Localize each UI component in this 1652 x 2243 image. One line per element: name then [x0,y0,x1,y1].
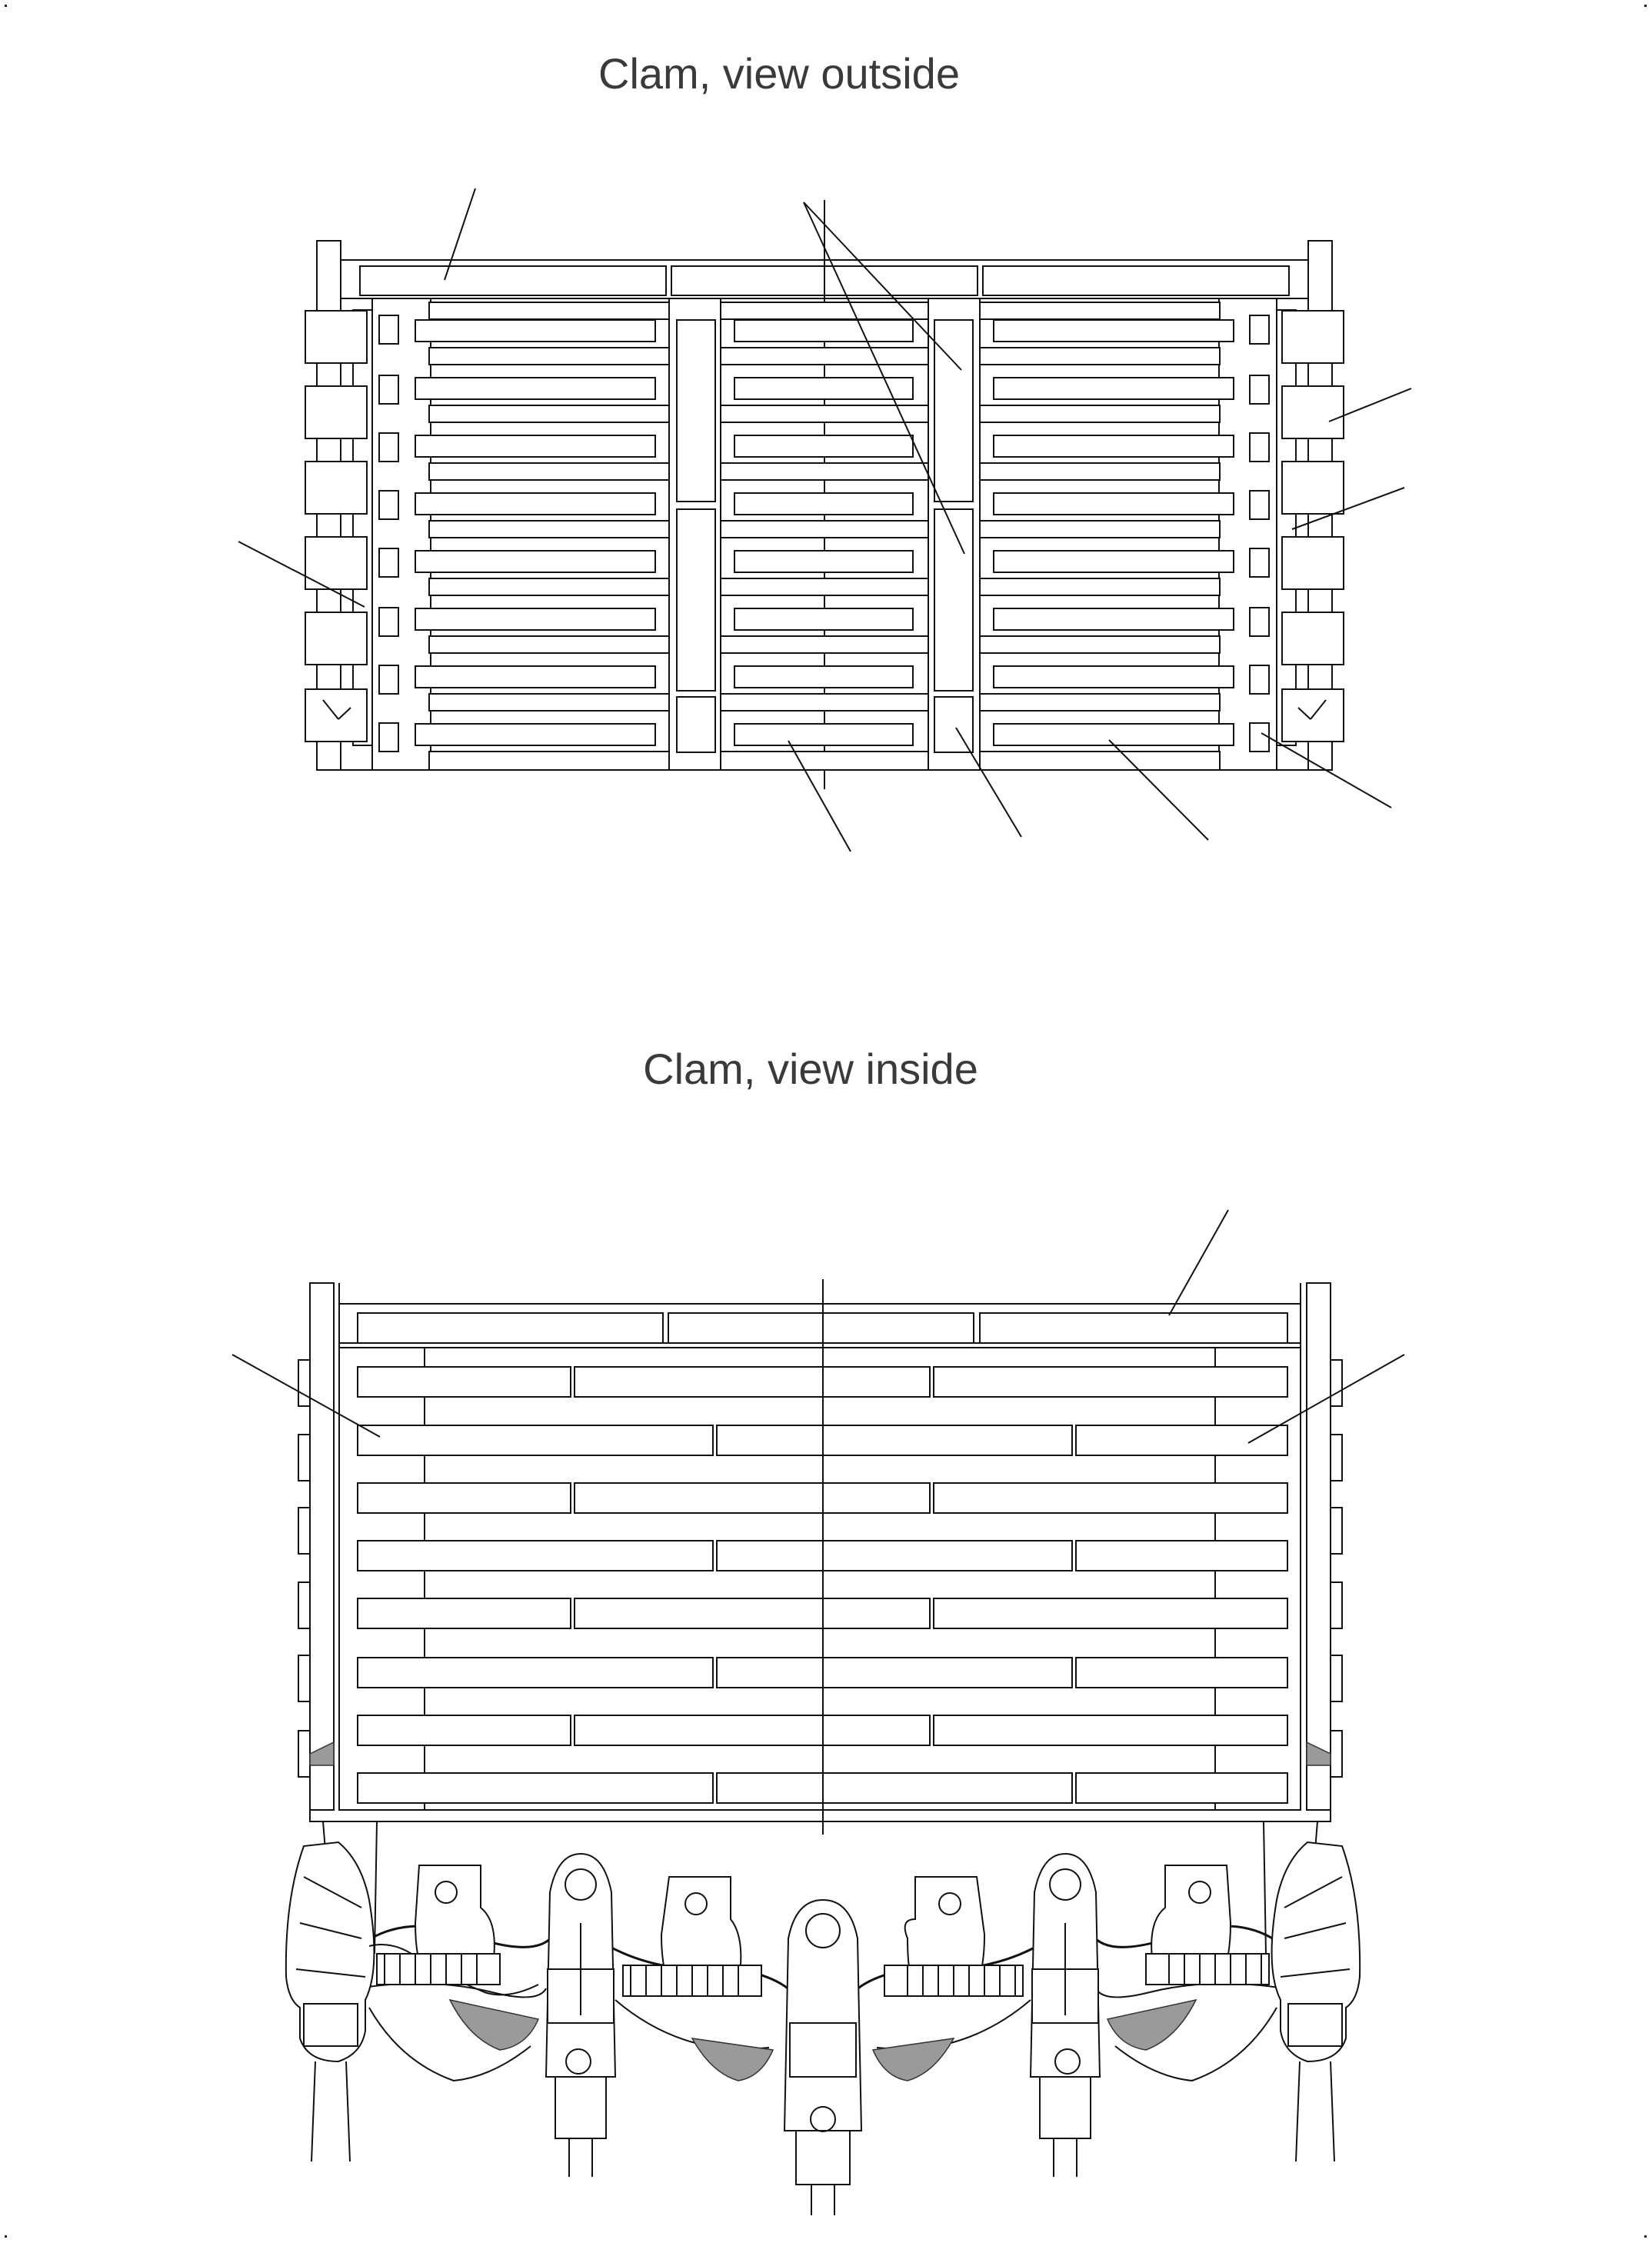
registration-mark-top-left [5,5,7,7]
outside-view-drawing [0,0,1652,885]
inside-left-lugs [298,1360,334,1777]
registration-mark-top-right [1644,5,1647,7]
inside-leader-lines [232,1210,1404,1443]
leader-lines [238,188,1411,852]
inside-view-title: Clam, view inside [643,1045,978,1093]
right-bolt-pads [1250,315,1269,752]
inside-view-drawing [0,885,1652,2243]
tooth-adapters [286,1842,1360,2215]
vertical-strip-plates [677,320,973,752]
inside-left-rail [310,1283,339,1810]
left-bolt-pads [379,315,398,752]
inside-right-rail [1301,1283,1331,1810]
hatched-wear-cushions [450,2000,1196,2081]
left-bumper-blocks [305,311,367,742]
middle-wear-bars [721,302,928,770]
outside-view-title: Clam, view outside [598,49,960,98]
right-bumper-blocks [1282,311,1344,742]
left-wear-bars [415,302,669,770]
inside-wear-plates [358,1367,1287,1803]
inside-header-plates [358,1313,1287,1343]
inside-right-lugs [1307,1360,1342,1777]
registration-mark-bottom-right [1644,2235,1647,2238]
right-wear-bars [980,302,1234,770]
registration-mark-bottom-left [5,2235,7,2238]
